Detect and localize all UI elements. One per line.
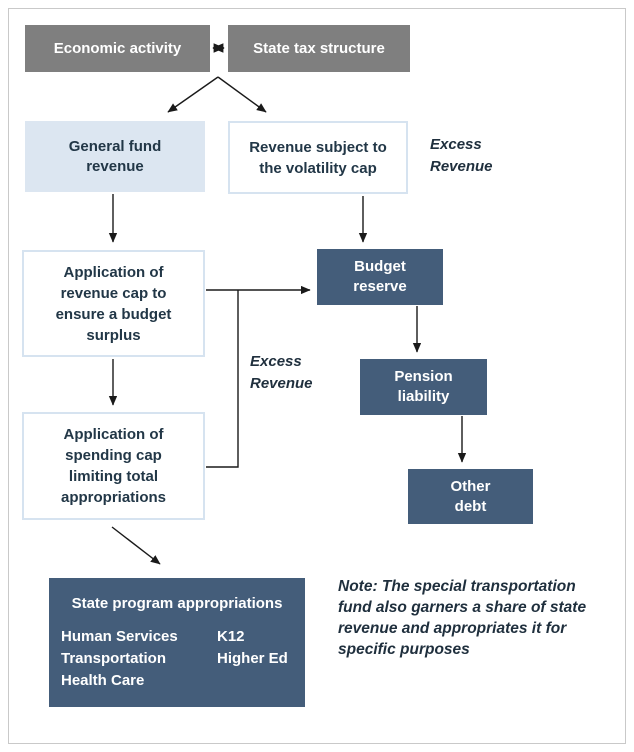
program-item: K12 [217, 628, 245, 645]
node-general-fund-revenue: General fund revenue [25, 121, 205, 192]
node-revenue-cap: Application of revenue cap to ensure a b… [22, 250, 205, 357]
node-economic-activity-label: Economic activity [53, 39, 182, 57]
state-program-list: Human Services Transportation Health Car… [61, 626, 293, 692]
node-budget-reserve-label: Budget reserve [353, 258, 407, 295]
node-pension-liability-label: Pension liability [394, 368, 453, 405]
node-state-program-appropriations: State program appropriations Human Servi… [49, 578, 305, 707]
node-pension-liability: Pension liability [360, 359, 487, 415]
node-other-debt: Other debt [408, 469, 533, 524]
node-other-debt-label: Other debt [450, 477, 491, 515]
node-budget-reserve: Budget reserve [317, 249, 443, 305]
program-item: Transportation [61, 650, 167, 667]
program-item: Health Care [61, 672, 145, 689]
state-program-column-1: Human Services Transportation Health Car… [61, 626, 293, 692]
node-volatility-cap-revenue: Revenue subject to the volatility cap [228, 121, 408, 194]
node-revenue-cap-label: Application of revenue cap to ensure a b… [55, 263, 172, 344]
node-spending-cap-label: Application of spending cap limiting tot… [60, 426, 166, 506]
node-volatility-cap-revenue-label: Revenue subject to the volatility cap [249, 138, 387, 177]
program-item: Higher Ed [217, 650, 288, 667]
state-program-column-2: K12 Higher Ed [217, 626, 288, 670]
node-economic-activity: Economic activity [25, 25, 210, 72]
program-item: Human Services [61, 628, 178, 645]
footnote: Note: The special transportation fund al… [338, 578, 587, 658]
page-frame [8, 8, 626, 744]
node-general-fund-revenue-label: General fund revenue [68, 137, 162, 175]
excess-revenue-label-top: Excess Revenue [430, 136, 493, 175]
state-program-title: State program appropriations [71, 595, 283, 612]
node-spending-cap: Application of spending cap limiting tot… [22, 412, 205, 520]
node-state-tax-structure: State tax structure [228, 25, 410, 72]
node-state-tax-structure-label: State tax structure [253, 39, 385, 57]
excess-revenue-label-middle: Excess Revenue [250, 353, 313, 392]
